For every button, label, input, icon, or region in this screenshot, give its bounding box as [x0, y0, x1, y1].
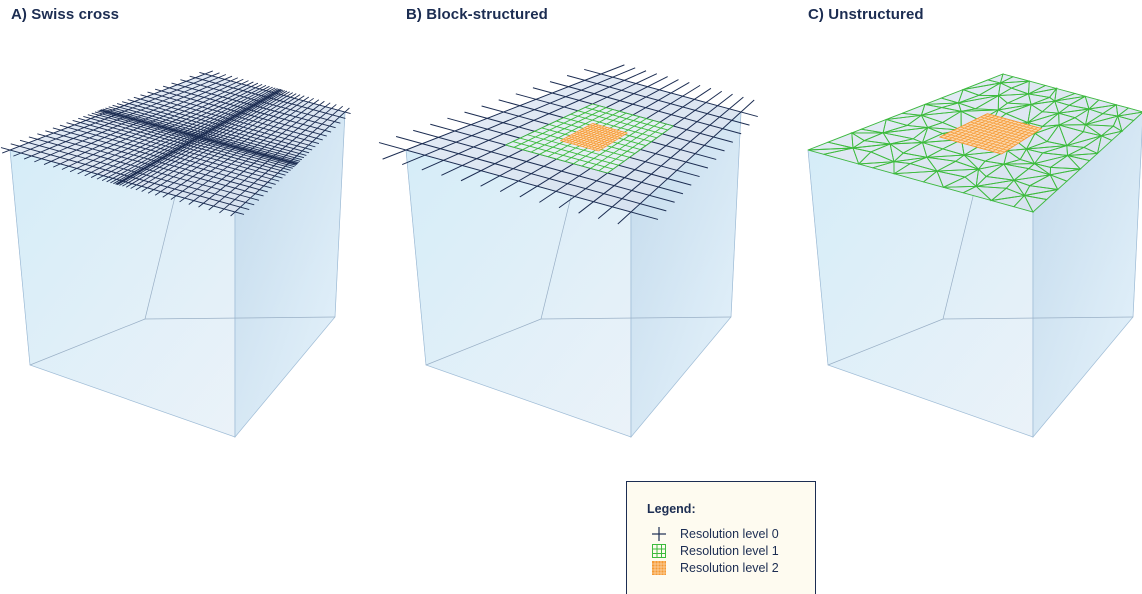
grid-line-level-1 [607, 125, 674, 174]
panel-c-title: C) Unstructured [808, 6, 924, 23]
grid-line-level-2 [992, 126, 1034, 152]
grid-line-level-2 [988, 124, 1031, 151]
unstructured-mesh [807, 73, 1142, 213]
grid-line [208, 104, 337, 211]
cube-hidden-edge [540, 316, 732, 320]
orange-grid-icon [652, 561, 666, 575]
mesh-triangle [1067, 152, 1099, 162]
legend-box: Legend: Resolution level 0 Resolution le… [626, 481, 816, 594]
grid-line [199, 72, 351, 114]
grid-line [189, 75, 346, 119]
grid-line [230, 107, 350, 217]
grid-line-level-2 [977, 118, 1033, 135]
unstructured-cube [806, 73, 1142, 438]
mesh-triangle [1048, 168, 1082, 182]
mesh-triangle [1099, 130, 1124, 141]
legend-item-level-1: Resolution level 1 [652, 543, 779, 559]
grid-line-level-2 [980, 116, 1036, 133]
cube-hidden-edge [827, 318, 944, 366]
grid-line-level-2 [974, 121, 1019, 147]
grid-line-level-1 [598, 123, 667, 172]
legend-label-level-1: Resolution level 1 [680, 544, 779, 558]
cube-hidden-edge [942, 316, 1134, 320]
panel-a-title: A) Swiss cross [11, 6, 120, 23]
grid-line [180, 79, 341, 124]
grid-line-level-0 [584, 68, 758, 118]
grid-line-level-2 [987, 113, 1042, 129]
block-structured-cube [378, 64, 758, 438]
grid-line-level-0 [617, 99, 755, 225]
cube-hidden-edge [29, 318, 146, 366]
swiss-cross-cube [0, 70, 351, 438]
grid-line-level-2 [589, 124, 626, 135]
grid-line-level-2 [592, 131, 622, 150]
grid-line-level-2 [595, 131, 625, 151]
mesh-triangle [1117, 111, 1142, 122]
panel-b-title: B) Block-structured [406, 6, 548, 23]
grid-line-level-0 [597, 96, 744, 219]
grid-line-level-2 [970, 121, 1028, 138]
cross-grid-icon [652, 527, 666, 541]
legend-item-level-0: Resolution level 0 [652, 526, 779, 542]
grid-line-level-2 [983, 115, 1039, 131]
legend-title: Legend: [647, 502, 696, 516]
grid-line-level-2 [983, 123, 1027, 150]
legend-item-level-2: Resolution level 2 [652, 560, 779, 576]
block-grid [378, 64, 758, 225]
legend-label-level-0: Resolution level 0 [680, 527, 779, 541]
grid-line-level-2 [973, 120, 1031, 137]
cube-hidden-edge [144, 316, 336, 320]
grid-line-level-2 [598, 132, 628, 152]
legend-label-level-2: Resolution level 2 [680, 561, 779, 575]
grid-line-level-1 [592, 103, 674, 127]
grid-line-level-2 [970, 120, 1015, 146]
grid-line [219, 105, 344, 214]
green-grid-icon [652, 544, 666, 558]
swiss-cross-grid [0, 70, 351, 217]
cube-hidden-edge [425, 318, 542, 366]
grid-line [198, 102, 331, 208]
mesh-triangle [1024, 188, 1060, 200]
grid-line-level-2 [939, 136, 1002, 155]
grid-line-level-2 [979, 122, 1023, 149]
grid-line-level-2 [966, 123, 1025, 140]
grid-line-level-2 [996, 127, 1038, 153]
grid-line-level-1 [590, 121, 660, 169]
grid-line-level-2 [592, 123, 628, 134]
grid-line-level-1 [585, 106, 668, 131]
grid-line-level-2 [1001, 128, 1042, 155]
